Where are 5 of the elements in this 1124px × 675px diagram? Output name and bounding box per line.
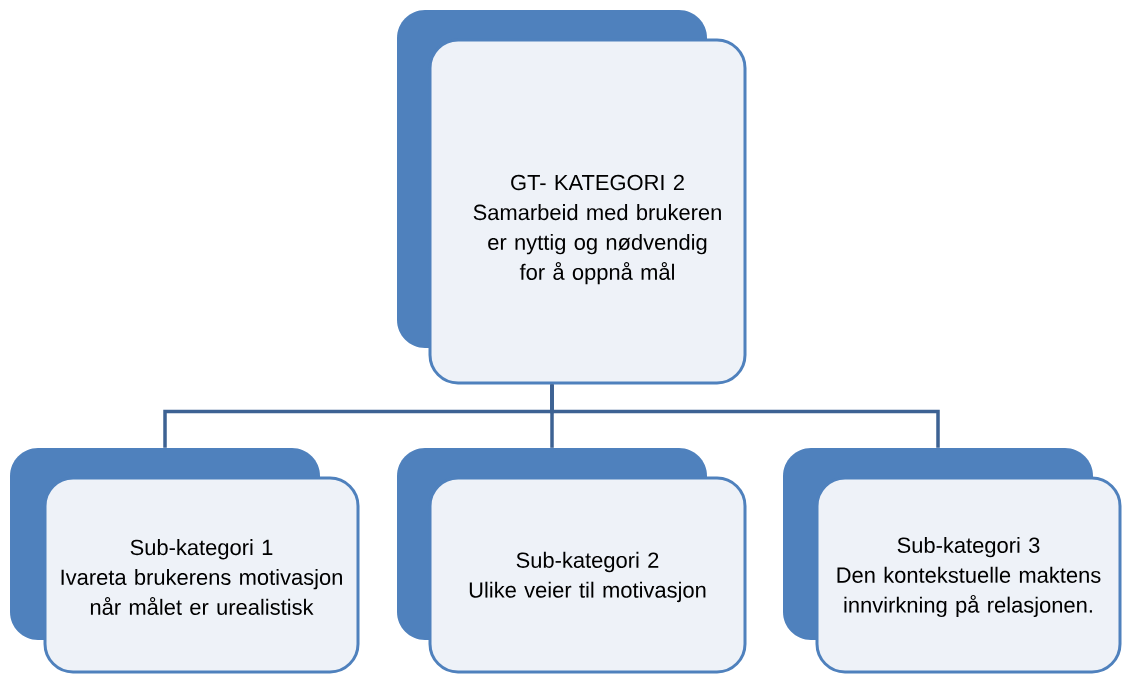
category-box: Sub-kategori 1 Ivareta brukerens motivasjon når målet er urealistisk — [10, 448, 360, 674]
category-box: Sub-kategori 2 Ulike veier til motivasjon — [397, 448, 747, 674]
category-box: GT- KATEGORI 2 Samarbeid med brukeren er nyttig og nødvendig for å oppnå mål — [397, 10, 747, 385]
connector-line — [550, 384, 940, 448]
category-box: Sub-kategori 3 Den kontekstuelle maktens innvirkning på relasjonen. — [783, 448, 1122, 674]
